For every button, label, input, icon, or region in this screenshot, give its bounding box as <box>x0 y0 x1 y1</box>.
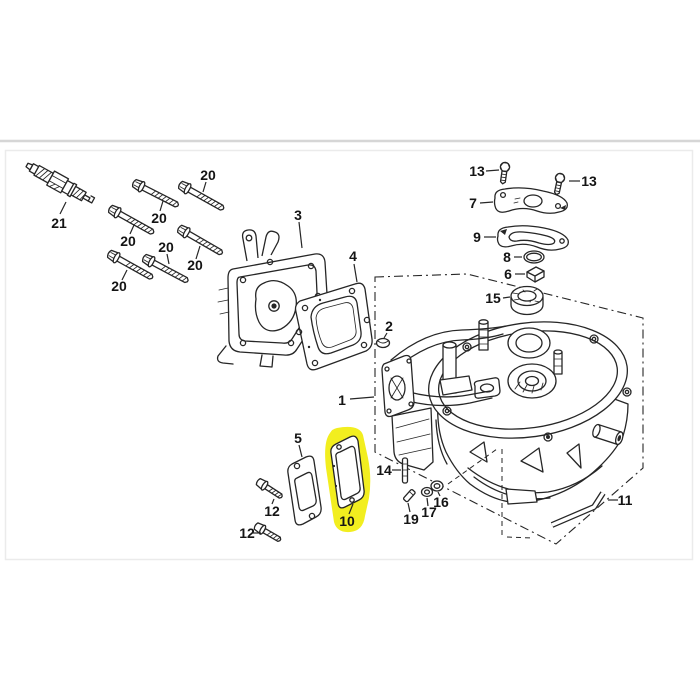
side-boss <box>592 423 624 446</box>
washer-16 <box>430 480 444 492</box>
part-label: 17 <box>421 504 437 520</box>
part-label: 20 <box>158 239 174 255</box>
callout-17: 17 <box>421 497 437 520</box>
callouts: 21 20 20 20 20 20 20 3 4 2 1 13 13 7 9 8… <box>51 163 632 541</box>
part-label: 1 <box>338 392 346 408</box>
head-gasket <box>294 282 373 371</box>
oil-passage-boss <box>473 377 501 399</box>
flange-bolt-13 <box>497 161 511 186</box>
breather-gasket-9 <box>496 225 569 251</box>
cover-bolt-12 <box>254 476 286 502</box>
callout-1: 1 <box>338 392 375 408</box>
flange-bolt-13 <box>551 171 567 197</box>
dowel-2 <box>375 337 391 349</box>
callout-16: 16 <box>433 491 449 510</box>
head-bolt-20 <box>130 176 182 212</box>
callout-2: 2 <box>383 318 393 339</box>
highlighted-gasket-10 <box>325 426 371 533</box>
breather-plate-7 <box>493 187 568 214</box>
head-bolt-20 <box>140 251 192 287</box>
breather-tube-11 <box>550 491 606 528</box>
part-label: 11 <box>618 492 633 508</box>
oil-seal-15 <box>510 285 544 316</box>
part-label: 15 <box>485 290 501 306</box>
callout-10: 10 <box>339 503 355 529</box>
arm-plate <box>439 375 473 396</box>
part-label: 20 <box>120 233 136 249</box>
exhaust-cover-plate <box>287 455 322 526</box>
part-label: 19 <box>403 511 419 527</box>
callout-7: 7 <box>469 195 494 211</box>
part-label: 12 <box>239 525 255 541</box>
cylinder-fin-block <box>391 407 434 471</box>
flange-bolt-holes <box>442 334 632 442</box>
washer-17 <box>420 486 434 498</box>
callout-19: 19 <box>403 502 419 527</box>
part-label: 20 <box>200 167 216 183</box>
gusset-rib <box>520 447 544 473</box>
gusset-rib <box>469 441 488 463</box>
part-label: 6 <box>504 266 512 282</box>
part-label: 12 <box>264 503 280 519</box>
part-label: 5 <box>294 430 302 446</box>
upper-arm <box>390 325 507 361</box>
upper-bore-boss <box>507 327 551 359</box>
callout-21: 21 <box>51 201 67 231</box>
callout-4: 4 <box>349 248 358 283</box>
callout-6: 6 <box>504 266 525 282</box>
callout-20: 20 <box>158 239 174 265</box>
callout-14: 14 <box>376 462 401 478</box>
part-label: 20 <box>111 278 127 294</box>
callout-5: 5 <box>294 430 303 458</box>
square-nut-6 <box>526 266 545 283</box>
part-label: 20 <box>187 257 203 273</box>
crank-bearing-boss <box>507 363 557 399</box>
callout-11: 11 <box>608 492 633 508</box>
callout-20: 20 <box>187 245 203 273</box>
cover-tab <box>241 229 259 262</box>
callout-20: 20 <box>200 167 216 193</box>
part1-dashed-boundary <box>374 273 644 545</box>
callout-20: 20 <box>120 224 136 249</box>
stud <box>478 319 489 351</box>
part-label: 9 <box>473 229 481 245</box>
part-label: 13 <box>469 163 485 179</box>
cover-tab <box>261 230 280 257</box>
part-label: 7 <box>469 195 477 211</box>
dowel-pin-14 <box>401 457 409 484</box>
part-label: 21 <box>51 215 67 231</box>
stud <box>553 349 563 375</box>
part-label: 20 <box>151 210 167 226</box>
content-frame <box>4 149 694 561</box>
head-bolt-20 <box>176 178 227 215</box>
o-ring-8 <box>523 250 545 264</box>
callout-15: 15 <box>485 290 511 306</box>
head-bolt-20 <box>175 222 226 259</box>
callout-13: 13 <box>569 173 597 189</box>
spark-plug <box>25 162 96 204</box>
clip-pin-19 <box>402 488 416 503</box>
hidden-edge-lines <box>447 448 534 539</box>
lower-arm <box>408 390 491 398</box>
gusset-rib <box>566 443 582 469</box>
crankcase-barrel-assembly <box>381 319 632 539</box>
part-label: 14 <box>376 462 392 478</box>
part-label: 16 <box>433 494 449 510</box>
callout-9: 9 <box>473 229 496 245</box>
part-label: 4 <box>349 248 357 264</box>
callout-13: 13 <box>469 163 500 179</box>
part-label: 2 <box>385 318 393 334</box>
callout-8: 8 <box>503 249 522 265</box>
callout-12: 12 <box>264 498 280 519</box>
part-label: 13 <box>581 173 597 189</box>
part-label: 3 <box>294 207 302 223</box>
callout-20: 20 <box>111 269 128 294</box>
mount-foot <box>505 488 538 505</box>
part-label: 10 <box>339 513 355 529</box>
callout-3: 3 <box>294 207 303 249</box>
part-label: 8 <box>503 249 511 265</box>
callout-20: 20 <box>151 200 167 226</box>
callout-12: 12 <box>239 525 261 541</box>
